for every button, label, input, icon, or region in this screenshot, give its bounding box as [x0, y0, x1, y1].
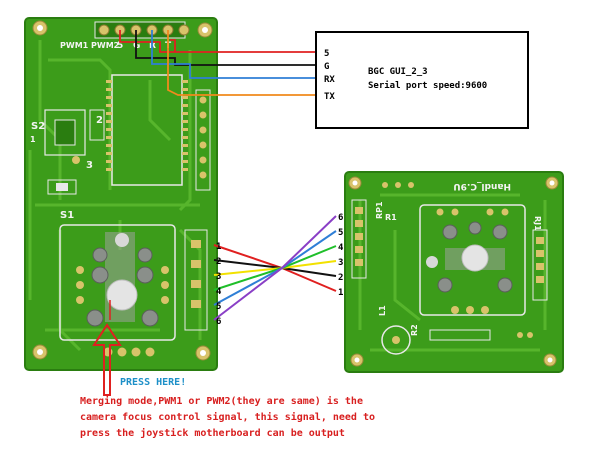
- crossover-cable: [213, 215, 337, 321]
- left-joystick-footprint: [59, 224, 208, 357]
- left-number-1: 1: [216, 242, 221, 252]
- label-l1: L1: [378, 305, 387, 316]
- gui-info-box: 5 G RX TX BGC GUI_2_3 Serial port speed:…: [315, 31, 529, 129]
- left-number-3: 3: [216, 272, 221, 282]
- wire-5v: [119, 30, 320, 53]
- right-number-2: 2: [338, 273, 343, 283]
- left-number-2: 2: [216, 257, 221, 267]
- serial-wires: [119, 30, 320, 96]
- right-board-name: Handl_C.9U: [453, 181, 511, 191]
- left-pcb: PWM1 PWM2 5 G R T: [24, 17, 218, 371]
- cable-right-numbers: 6 5 4 3 2 1: [338, 213, 344, 298]
- serial-pin-g: G: [324, 62, 329, 72]
- right-number-6: 6: [338, 213, 343, 223]
- press-here-arrow: [92, 300, 122, 396]
- note-line-2: camera focus control signal, this signal…: [80, 411, 375, 423]
- wire-gnd: [135, 30, 320, 66]
- label-1-left: 1: [30, 135, 36, 144]
- label-s2: S2: [31, 121, 45, 132]
- label-r1: R1: [385, 213, 397, 222]
- left-number-6: 6: [216, 317, 221, 327]
- press-here-label: PRESS HERE!: [120, 377, 186, 388]
- gui-version: BGC GUI_2_3: [368, 67, 428, 77]
- serial-speed: Serial port speed:9600: [368, 80, 487, 91]
- header-pin-5: 5: [117, 41, 123, 51]
- right-pcb: Handl_C.9U RP1 R1: [344, 171, 564, 373]
- microcontroller-chip: [106, 74, 188, 186]
- label-rj1: RJ1: [533, 216, 542, 231]
- note-line-1: Merging mode,PWM1 or PWM2(they are same)…: [80, 395, 363, 407]
- label-3-left: 3: [86, 160, 93, 171]
- serial-pin-5: 5: [324, 49, 329, 59]
- note-line-3: press the joystick motherboard can be ou…: [80, 427, 345, 439]
- cable-wire-6: [213, 215, 337, 321]
- right-number-5: 5: [338, 228, 343, 238]
- serial-pin-tx: TX: [324, 92, 335, 102]
- pwm-label: PWM1 PWM2: [60, 41, 119, 50]
- label-rp1: RP1: [375, 201, 384, 219]
- right-number-3: 3: [338, 258, 343, 268]
- serial-pin-rx: RX: [324, 75, 335, 85]
- right-number-1: 1: [338, 288, 343, 298]
- right-joystick-footprint: [419, 204, 526, 316]
- wire-rx: [151, 30, 320, 79]
- label-2-left: 2: [96, 115, 103, 126]
- left-number-5: 5: [216, 302, 221, 312]
- right-number-4: 4: [338, 243, 344, 253]
- focus-signal-note: Merging mode,PWM1 or PWM2(they are same)…: [80, 395, 375, 439]
- top-header-pins: [94, 21, 190, 39]
- label-r2: R2: [410, 324, 419, 336]
- label-s1: S1: [60, 210, 74, 221]
- wire-tx: [167, 30, 320, 96]
- cable-left-numbers: 1 2 3 4 5 6: [216, 242, 222, 327]
- left-number-4: 4: [216, 287, 222, 297]
